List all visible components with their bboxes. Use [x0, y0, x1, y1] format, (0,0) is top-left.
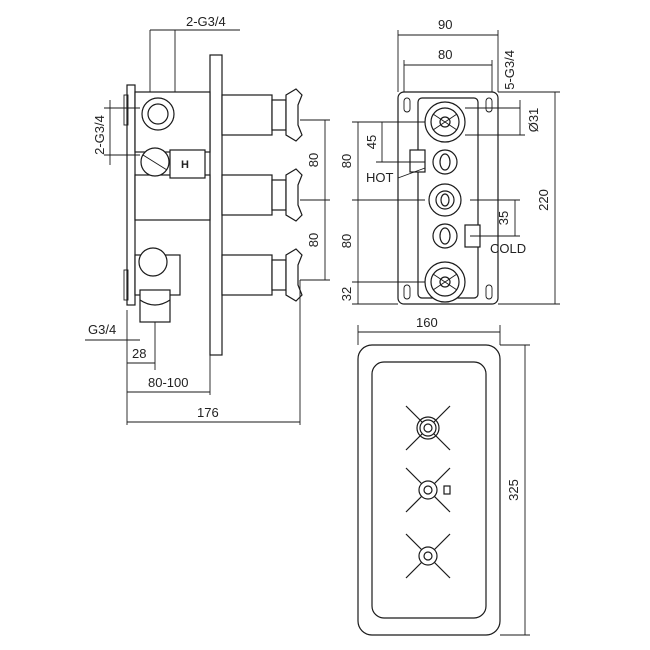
dim-dia31: Ø31 — [526, 108, 541, 133]
side-handle-top — [271, 88, 303, 142]
side-handle-mid — [271, 168, 303, 222]
dim-5-g34: 5-G3/4 — [502, 50, 517, 90]
dim-top-g34: 2-G3/4 — [186, 14, 226, 29]
hot-mark: H — [181, 159, 189, 171]
dim-80-lower: 80 — [306, 233, 321, 247]
dim-left-g34: 2-G3/4 — [92, 115, 107, 155]
dim-32: 32 — [339, 287, 354, 301]
side-handle-bottom — [271, 248, 303, 302]
label-hot: HOT — [366, 170, 394, 185]
top-inlet-ring — [141, 97, 175, 131]
front-plate-inner — [371, 361, 487, 619]
dim-80-100: 80-100 — [148, 375, 188, 390]
dim-160: 160 — [416, 315, 438, 330]
dim-220: 220 — [536, 189, 551, 211]
label-cold: COLD — [490, 241, 526, 256]
front-handle-mid — [405, 467, 451, 513]
dim-35: 35 — [496, 211, 511, 225]
rear-view: 90 80 5-G3/4 Ø31 220 80 80 32 45 HOT — [339, 17, 560, 305]
front-handle-bottom — [405, 533, 451, 579]
dim-80-rear-upper: 80 — [339, 154, 354, 168]
dim-176: 176 — [197, 405, 219, 420]
rear-port-top — [424, 101, 466, 143]
rear-port-bottom — [424, 261, 466, 303]
dim-inlet-g34: G3/4 — [88, 322, 116, 337]
dim-28: 28 — [132, 346, 146, 361]
dim-325: 325 — [506, 479, 521, 501]
side-view: H 2-G3/4 2-G3/4 — [85, 14, 330, 425]
dim-80-upper: 80 — [306, 153, 321, 167]
front-handle-top — [405, 405, 451, 451]
side-wall-plate — [209, 54, 223, 356]
dim-80-rear-lower: 80 — [339, 234, 354, 248]
dim-80-rear: 80 — [438, 47, 452, 62]
front-view: 160 325 — [357, 315, 530, 636]
dim-45: 45 — [364, 135, 379, 149]
dim-90: 90 — [438, 17, 452, 32]
outlet-pipe — [139, 289, 171, 323]
